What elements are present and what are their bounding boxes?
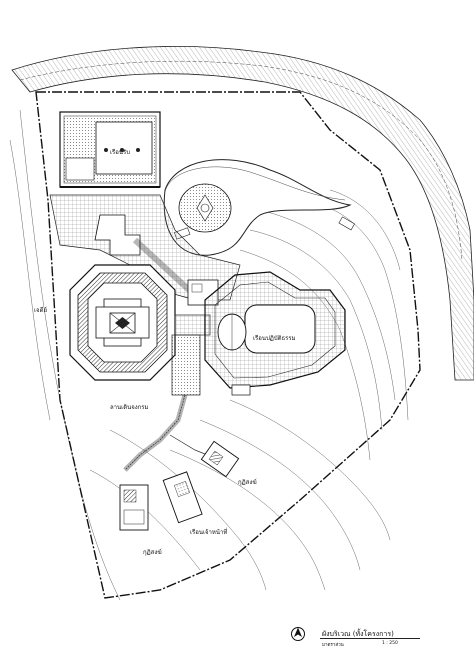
pagoda xyxy=(69,264,176,381)
connecting-walkway xyxy=(171,279,219,396)
label-staff-house: เรือนเจ้าหน้าที่ xyxy=(190,529,228,536)
label-kuti-1: กุฏิสงฆ์ xyxy=(238,479,257,486)
label-reception: เรือนรับ xyxy=(110,149,131,156)
road-band xyxy=(11,46,474,381)
title-underline xyxy=(320,638,420,639)
reception-building xyxy=(59,111,161,188)
north-arrow-icon xyxy=(291,627,305,641)
scale-value: 1 : 250 xyxy=(382,641,398,646)
label-pagoda-side: เจดีย์ xyxy=(34,307,47,314)
scale-label: มาตราส่วน xyxy=(322,643,344,648)
drawing-title: ผังบริเวณ (ทั้งโครงการ) xyxy=(322,630,394,638)
kuti-units xyxy=(119,440,240,531)
forecourt xyxy=(49,194,241,303)
contour-lines xyxy=(9,109,409,601)
site-boundary xyxy=(35,91,421,599)
label-kuti-2: กุฏิสงฆ์ xyxy=(143,549,162,556)
label-main-hall: เรือนปฏิบัติธรรม xyxy=(253,335,296,342)
driveway-loop xyxy=(163,159,355,256)
main-hall xyxy=(204,271,346,396)
label-walkway: ลานเดินจงกรม xyxy=(110,404,149,411)
title-block: ผังบริเวณ (ทั้งโครงการ) มาตราส่วน 1 : 25… xyxy=(290,624,460,664)
